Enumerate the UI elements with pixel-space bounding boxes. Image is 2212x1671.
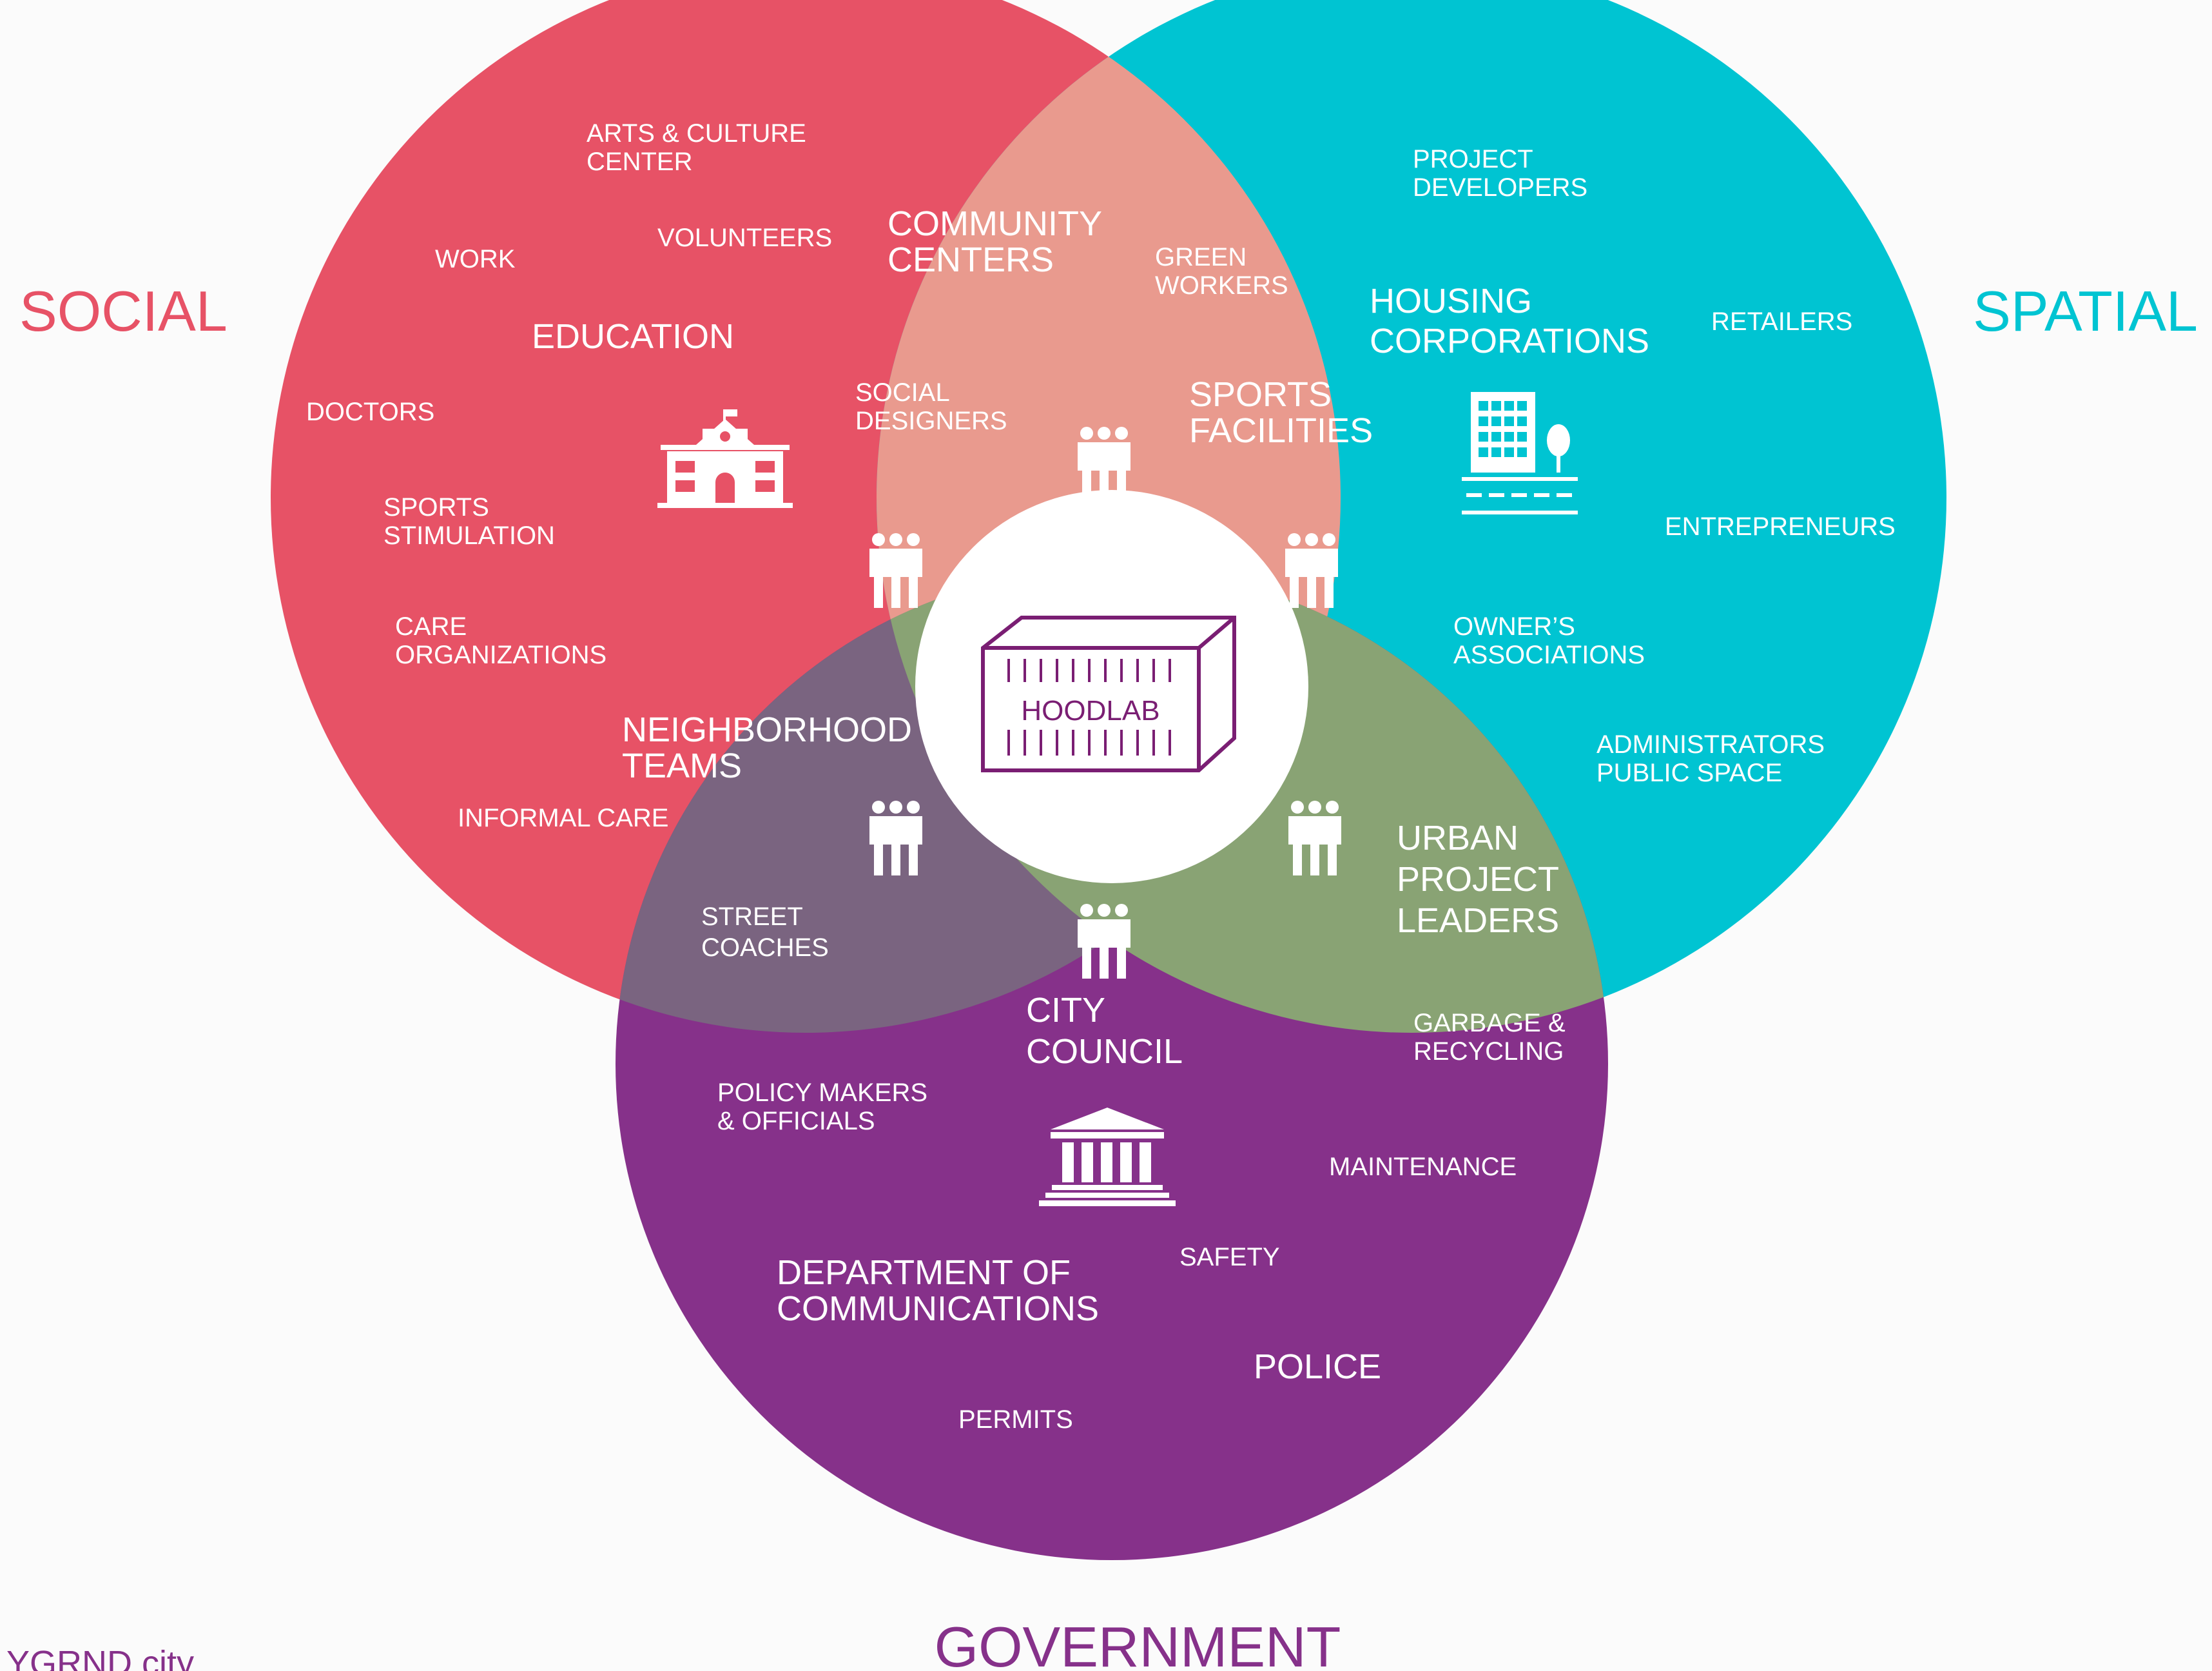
- label-owners-associations: OWNER’S ASSOCIATIONS: [1453, 612, 1645, 669]
- label-garbage-recycling: GARBAGE & RECYCLING: [1413, 1009, 1573, 1066]
- label-police: POLICE: [1254, 1347, 1381, 1386]
- center-label: HOODLAB: [1021, 695, 1159, 727]
- category-spatial: SPATIAL: [1973, 279, 2198, 343]
- label-department-of-communications: DEPARTMENT OF COMMUNICATIONS: [777, 1253, 1099, 1328]
- people-group-icon: [1285, 533, 1338, 608]
- government-building-icon: [1039, 1108, 1176, 1206]
- label-doctors: DOCTORS: [306, 398, 434, 426]
- label-policy-makers-officials: POLICY MAKERS & OFFICIALS: [717, 1079, 935, 1135]
- label-social-designers: SOCIAL DESIGNERS: [855, 378, 1007, 435]
- label-project-developers: PROJECT DEVELOPERS: [1413, 145, 1587, 202]
- people-group-icon: [1288, 801, 1341, 875]
- label-sports-stimulation: SPORTS STIMULATION: [383, 493, 555, 550]
- people-group-icon: [1078, 427, 1130, 502]
- label-work: WORK: [435, 245, 516, 273]
- label-green-workers: GREEN WORKERS: [1155, 243, 1288, 300]
- category-social: SOCIAL: [19, 279, 228, 343]
- label-education: EDUCATION: [532, 317, 734, 356]
- apartment-building-icon: [1462, 392, 1578, 514]
- label-administrators-public-space: ADMINISTRATORS PUBLIC SPACE: [1596, 730, 1832, 787]
- label-permits: PERMITS: [958, 1405, 1073, 1434]
- label-city-council: CITY COUNCIL: [1026, 991, 1183, 1071]
- label-community-centers: COMMUNITY CENTERS: [888, 204, 1111, 279]
- label-care-organizations: CARE ORGANIZATIONS: [395, 612, 606, 669]
- label-arts-culture-center: ARTS & CULTURE CENTER: [587, 119, 813, 176]
- people-group-icon: [869, 801, 922, 875]
- label-volunteers: VOLUNTEERS: [657, 224, 832, 252]
- school-icon: [657, 409, 793, 508]
- container-icon: [981, 616, 1236, 772]
- people-group-icon: [1078, 904, 1130, 979]
- label-street-coaches: STREET COACHES: [701, 903, 829, 962]
- label-neighborhood-teams: NEIGHBORHOOD TEAMS: [622, 710, 922, 785]
- label-housing-corporations: HOUSING CORPORATIONS: [1370, 282, 1649, 360]
- label-sports-facilities: SPORTS FACILITIES: [1189, 375, 1373, 450]
- people-group-icon: [869, 533, 922, 608]
- credit-text: YGRND city: [6, 1644, 194, 1671]
- social-government-overlap: [616, 567, 1341, 1033]
- label-entrepreneurs: ENTREPRENEURS: [1665, 513, 1896, 541]
- category-government: GOVERNMENT: [935, 1615, 1341, 1671]
- label-maintenance: MAINTENANCE: [1329, 1153, 1517, 1181]
- label-urban-project-leaders: URBAN PROJECT LEADERS: [1397, 819, 1568, 940]
- center-circle: [915, 490, 1308, 883]
- label-safety: SAFETY: [1179, 1243, 1280, 1271]
- spatial-government-overlap: [877, 567, 1608, 1033]
- label-informal-care: INFORMAL CARE: [458, 804, 668, 832]
- label-retailers: RETAILERS: [1711, 308, 1852, 336]
